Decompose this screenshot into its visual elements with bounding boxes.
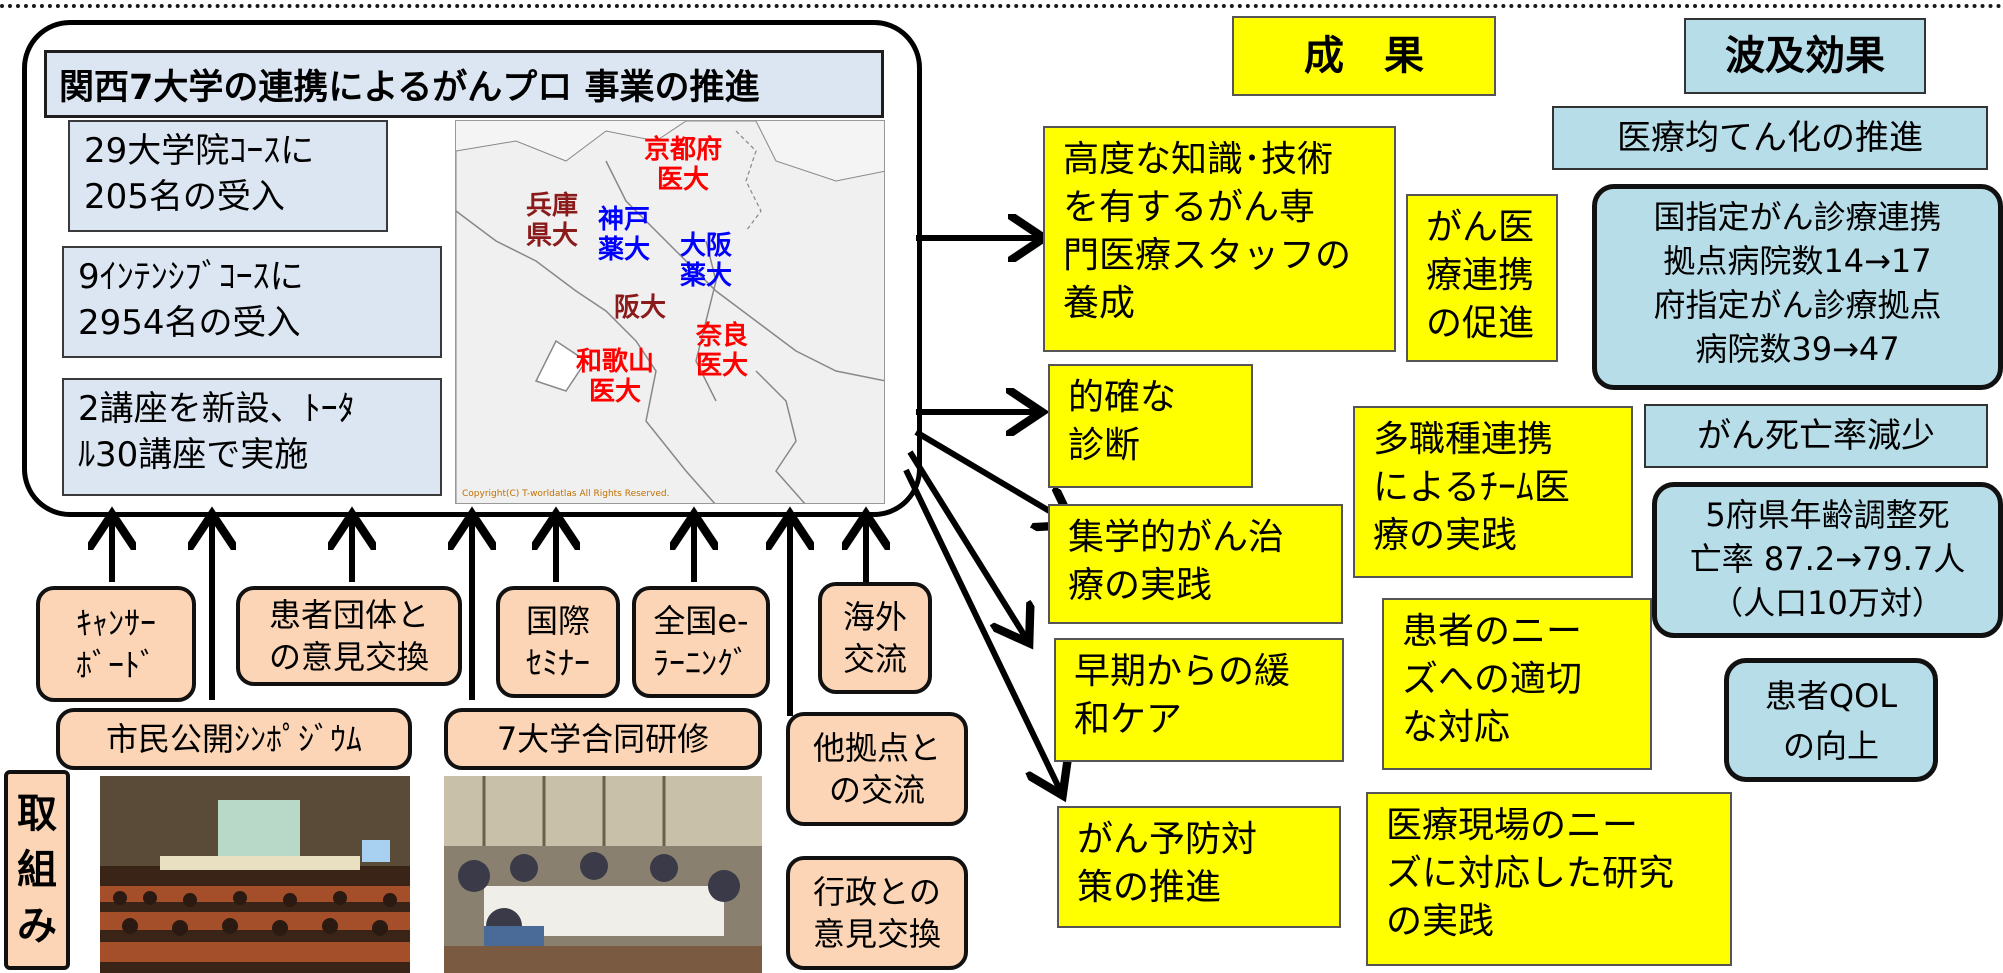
- initiative-other-hubs: 他拠点と の交流: [786, 712, 968, 826]
- kansai-map: 京都府 医大 兵庫 県大 神戸 薬大 大阪 薬大 阪大 和歌山 医大 奈良 医大…: [455, 120, 885, 504]
- ripple-mortality-rate: 5府県年齢調整死 亡率 87.2→79.7人 （人口10万対）: [1652, 482, 2003, 638]
- main-title: 関西7大学の連携によるがんプロ 事業の推進: [44, 50, 884, 118]
- initiatives-heading: 取 組 み: [4, 770, 70, 970]
- symposium-photo: [100, 776, 410, 973]
- stat-new-courses: 2講座を新設、ﾄｰﾀ ﾙ30講座で実施: [62, 378, 442, 496]
- result-diagnosis: 的確な 診断: [1048, 364, 1253, 488]
- result-cancer-prevention: がん予防対 策の推進: [1057, 806, 1341, 928]
- stat-intensive-courses: 9ｲﾝﾃﾝｼﾌﾞｺｰｽに 2954名の受入: [62, 246, 442, 358]
- map-label-wakayama-medical: 和歌山 医大: [576, 347, 655, 407]
- initiative-cancer-board: ｷｬﾝｻｰ ﾎﾞｰﾄﾞ: [36, 586, 196, 702]
- joint-training-photo: [444, 776, 762, 973]
- initiative-overseas-exchange: 海外 交流: [818, 582, 932, 694]
- results-heading: 成 果: [1232, 16, 1496, 96]
- top-dotted-border: [0, 4, 2003, 8]
- stat-graduate-courses: 29大学院ｺｰｽに 205名の受入: [68, 120, 388, 232]
- map-label-nara-medical: 奈良 医大: [696, 321, 749, 381]
- map-label-kobe-pharma: 神戸 薬大: [598, 205, 651, 265]
- map-label-osaka-univ: 阪大: [614, 293, 667, 323]
- arrow-to-prevention: [903, 468, 1060, 790]
- arrow-to-palliative: [907, 450, 1026, 638]
- map-label-osaka-pharma: 大阪 薬大: [680, 231, 733, 291]
- initiative-joint-training: 7大学合同研修: [444, 708, 762, 770]
- ripple-equalization: 医療均てん化の推進: [1552, 106, 1988, 170]
- initiative-e-learning: 全国e- ﾗｰﾆﾝｸﾞ: [632, 586, 770, 698]
- initiative-intl-seminar: 国際 ｾﾐﾅｰ: [496, 586, 620, 698]
- result-staff-training: 高度な知識･技術 を有するがん専 門医療スタッフの 養成: [1043, 126, 1396, 352]
- map-copyright: Copyright(C) T-worldatlas All Rights Res…: [462, 489, 670, 499]
- result-patient-needs: 患者のニー ズへの適切 な対応: [1382, 598, 1652, 770]
- map-outline: [456, 121, 884, 503]
- initiative-public-symposium: 市民公開ｼﾝﾎﾟｼﾞｳﾑ: [56, 708, 412, 770]
- result-clinical-research: 医療現場のニー ズに対応した研究 の実践: [1366, 792, 1732, 966]
- map-label-hyogo-pref: 兵庫 県大: [526, 191, 579, 251]
- result-palliative-care: 早期からの緩 和ケア: [1054, 638, 1344, 762]
- arrow-to-multidisciplinary: [914, 429, 1068, 522]
- ripple-patient-qol: 患者QOL の向上: [1724, 658, 1938, 782]
- initiative-government: 行政との 意見交換: [786, 856, 968, 970]
- result-cancer-care-collaboration: がん医 療連携 の促進: [1406, 194, 1558, 362]
- map-label-kyoto-pref-medical: 京都府 医大: [644, 135, 723, 195]
- ripple-designated-hospitals: 国指定がん診療連携 拠点病院数14→17 府指定がん診療拠点 病院数39→47: [1592, 184, 2003, 390]
- ripple-mortality-reduction: がん死亡率減少: [1644, 404, 1988, 468]
- result-team-medicine: 多職種連携 によるﾁｰﾑ医 療の実践: [1353, 406, 1633, 578]
- initiative-patient-groups: 患者団体と の意見交換: [236, 586, 462, 686]
- result-multidisciplinary-treatment: 集学的がん治 療の実践: [1048, 504, 1343, 624]
- ripple-heading: 波及効果: [1684, 18, 1926, 94]
